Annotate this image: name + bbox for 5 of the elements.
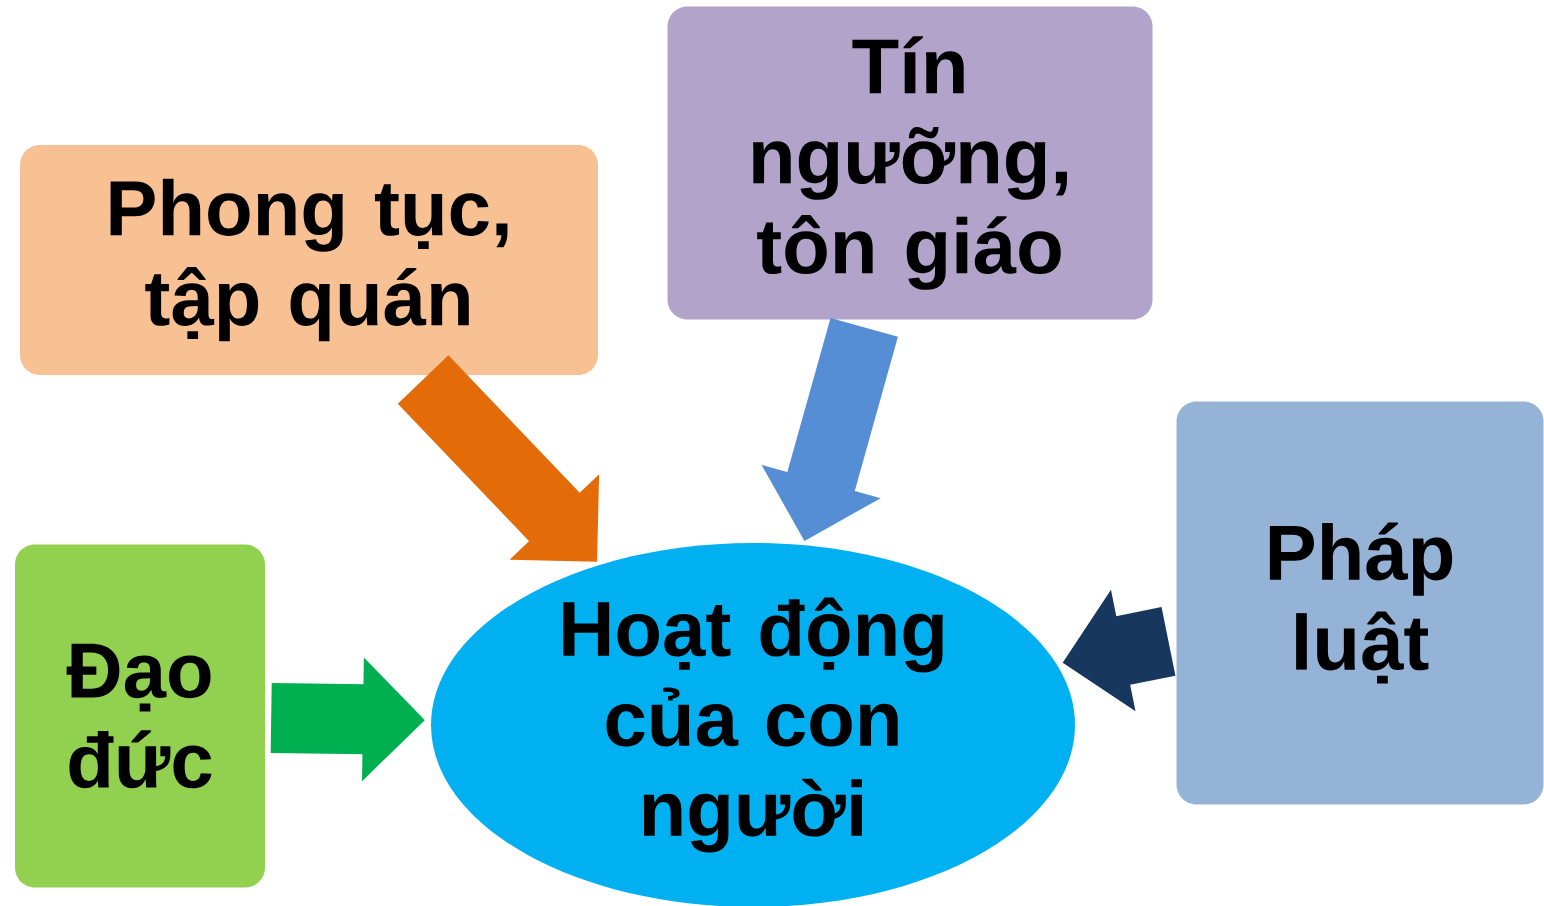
process-box: Pháp luật: [1176, 401, 1544, 805]
process-box: Phong tục, tập quán: [20, 145, 598, 375]
block-arrow: [397, 355, 600, 562]
process-box: Đạo đức: [15, 544, 265, 888]
process-box: Tín ngưỡng, tôn giáo: [667, 6, 1153, 320]
